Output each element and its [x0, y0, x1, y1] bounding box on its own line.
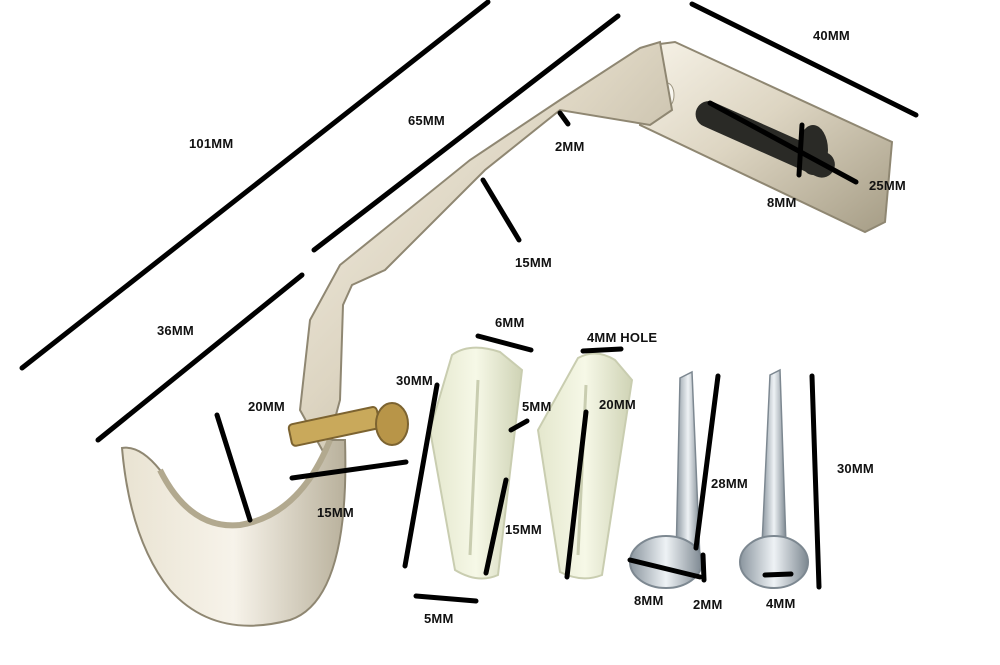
measure-line-4mm-screw	[762, 571, 794, 578]
measure-line-20mm-cup	[214, 412, 253, 523]
bracket-wall-plate	[638, 40, 894, 234]
measurement-lines	[19, 0, 919, 604]
label-20mm-cup: 20MM	[248, 399, 285, 414]
wood-screw-2	[739, 368, 809, 589]
label-8mm-screw: 8MM	[634, 593, 664, 608]
measure-line-65mm	[311, 13, 621, 253]
label-15mm-cup: 15MM	[317, 505, 354, 520]
label-30mm-screw: 30MM	[837, 461, 874, 476]
measure-line-15mm-arm	[480, 177, 522, 243]
label-4mm-screw: 4MM	[766, 596, 796, 611]
measure-line-36mm	[95, 272, 305, 443]
measure-line-30mm-plug	[402, 382, 440, 569]
wall-plug-2	[536, 352, 634, 580]
label-2mm-top: 2MM	[555, 139, 585, 154]
bracket-cup	[120, 438, 347, 627]
measure-line-4mm-hole	[580, 346, 624, 354]
label-5mm-bottom: 5MM	[424, 611, 454, 626]
label-8mm-slot: 8MM	[767, 195, 797, 210]
label-25mm: 25MM	[869, 178, 906, 193]
wall-plug-1	[428, 346, 524, 580]
measure-line-40mm	[689, 1, 919, 118]
measure-line-101mm	[19, 0, 491, 371]
label-15mm-plug: 15MM	[505, 522, 542, 537]
measure-line-2mm-screw	[700, 552, 707, 583]
set-screw	[287, 402, 409, 447]
label-4mm-hole: 4MM HOLE	[587, 330, 658, 345]
wood-screw-1	[629, 370, 703, 589]
measure-line-28mm	[693, 373, 721, 551]
measure-line-8mm-screw	[627, 557, 703, 580]
label-36mm: 36MM	[157, 323, 194, 338]
measure-line-5mm-bottom	[413, 593, 479, 604]
measure-line-15mm-plug	[483, 477, 509, 576]
label-65mm: 65MM	[408, 113, 445, 128]
label-40mm: 40MM	[813, 28, 850, 43]
label-20mm-plug: 20MM	[599, 397, 636, 412]
measure-line-25mm	[707, 100, 859, 185]
label-28mm: 28MM	[711, 476, 748, 491]
measure-line-2mm-top	[557, 110, 571, 127]
measure-line-30mm-screw	[809, 373, 822, 590]
label-101mm: 101MM	[189, 136, 234, 151]
label-6mm: 6MM	[495, 315, 525, 330]
measure-line-6mm	[475, 333, 534, 353]
measure-line-15mm-cup	[289, 459, 409, 481]
measure-line-8mm-slot	[796, 122, 805, 178]
label-15mm-arm: 15MM	[515, 255, 552, 270]
bracket-arm	[298, 40, 674, 458]
label-2mm-screw: 2MM	[693, 597, 723, 612]
label-5mm-top: 5MM	[522, 399, 552, 414]
measure-line-5mm-top	[508, 418, 530, 433]
label-30mm-plug: 30MM	[396, 373, 433, 388]
measure-line-20mm-plug	[564, 409, 589, 580]
